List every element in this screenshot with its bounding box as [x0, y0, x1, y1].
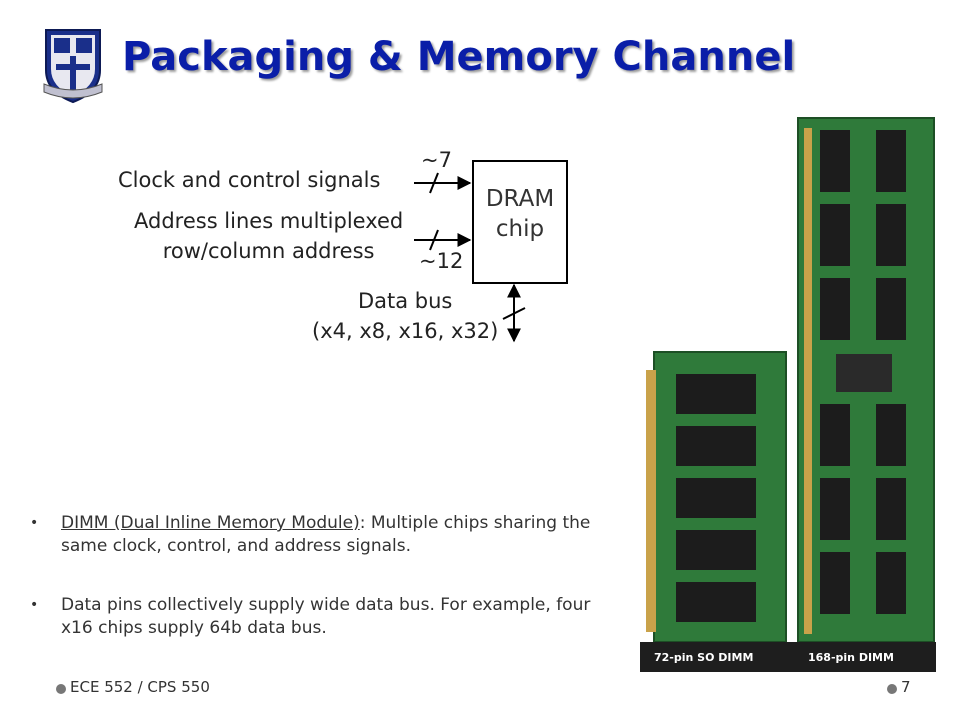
dimm-caption: 168-pin DIMM: [808, 651, 894, 664]
footer-bullet-left: [56, 684, 66, 694]
data-bus-label-line-2: (x4, x8, x16, x32): [312, 319, 499, 343]
so-dimm-caption: 72-pin SO DIMM: [654, 651, 753, 664]
dimm-modules-photo: 72-pin SO DIMM 168-pin DIMM: [640, 108, 936, 672]
slide-title: Packaging & Memory Channel: [122, 34, 796, 80]
university-shield-logo: [43, 29, 103, 104]
dimm-term: DIMM (Dual Inline Memory Module): [61, 513, 360, 533]
bullet-data-pins: • Data pins collectively supply wide dat…: [30, 594, 610, 644]
dimm-168-module: [797, 117, 935, 643]
address-lines-arrow: [414, 229, 472, 251]
bullet-dot: •: [30, 515, 39, 531]
data-pins-description: Data pins collectively supply wide data …: [61, 595, 591, 638]
footer-course: ECE 552 / CPS 550: [70, 678, 210, 696]
data-bus-label: Data bus (x4, x8, x16, x32): [312, 286, 498, 346]
clock-signals-label: Clock and control signals: [118, 168, 381, 192]
so-dimm-module: [646, 351, 787, 643]
address-label-line-1: Address lines multiplexed: [134, 209, 404, 233]
dram-chip-box: DRAM chip: [472, 160, 568, 284]
bullet-text: Data pins collectively supply wide data …: [61, 594, 610, 640]
page-number: 7: [901, 678, 911, 696]
bullet-dimm: • DIMM (Dual Inline Memory Module): Mult…: [30, 512, 610, 562]
data-bus-arrow: [502, 283, 526, 343]
footer-bullet-right: [887, 684, 897, 694]
dram-label-line-1: DRAM: [485, 186, 555, 212]
data-bus-label-line-1: Data bus: [357, 289, 453, 313]
address-width-label: ~12: [419, 249, 464, 273]
address-label-line-2: row/column address: [162, 239, 375, 263]
dram-label-line-2: chip: [495, 216, 545, 242]
bullet-dot: •: [30, 597, 39, 613]
clock-signal-arrow: [414, 172, 472, 194]
clock-width-label: ~7: [421, 148, 452, 172]
dimm-description: : Multiple chips sharing the same clock,…: [61, 513, 591, 556]
bullet-text: DIMM (Dual Inline Memory Module): Multip…: [61, 512, 610, 558]
dram-chip-label: DRAM chip: [474, 184, 566, 244]
address-lines-label: Address lines multiplexed row/column add…: [134, 206, 403, 266]
